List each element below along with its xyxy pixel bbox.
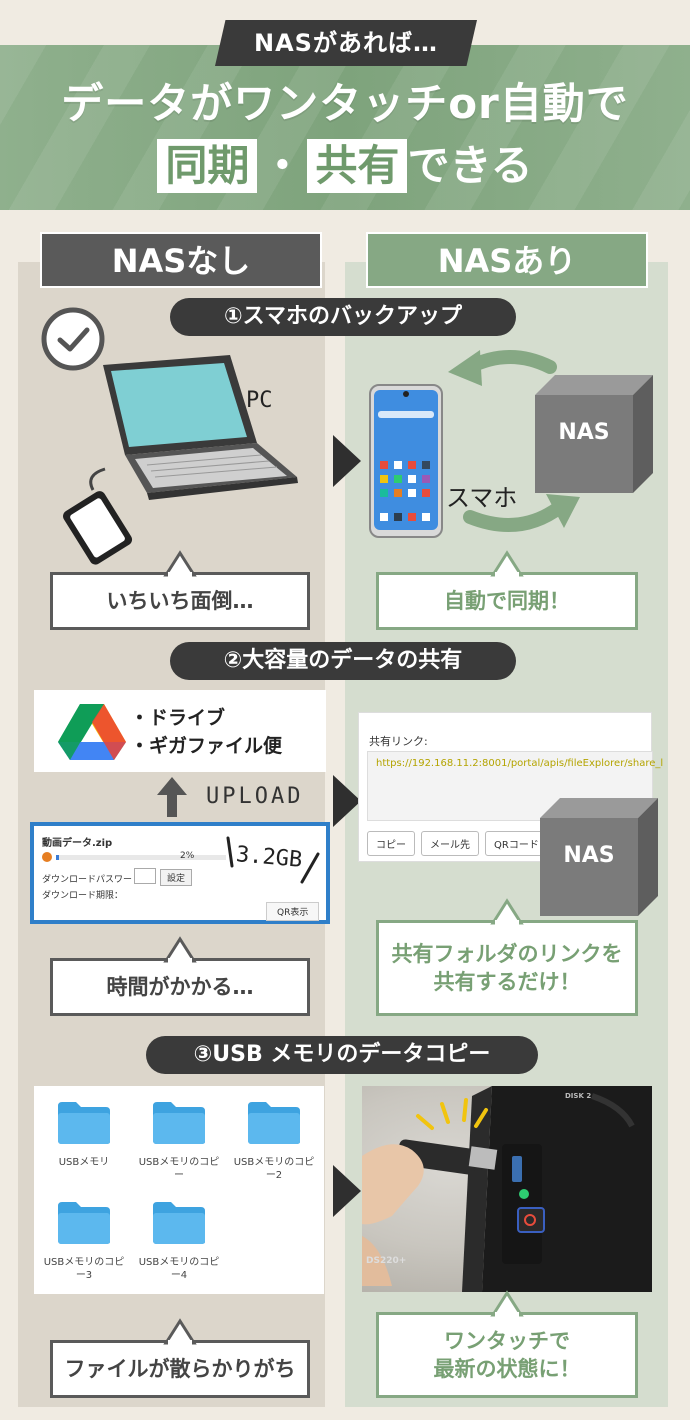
callout-notch-icon — [490, 898, 524, 926]
callout-notch-icon — [163, 1318, 197, 1346]
callout-one-touch-line2: 最新の状態に！ — [433, 1357, 581, 1381]
cloud-services-card: ・ドライブ ・ギガファイル便 — [34, 690, 326, 772]
folder-label: USBメモリのコピ — [233, 1157, 315, 1168]
headline-separator: ・ — [261, 141, 304, 190]
callout-notch-icon — [490, 550, 524, 578]
callout-one-touch-line1: ワンタッチで — [444, 1328, 570, 1353]
callout-share-link-line2: 共有するだけ！ — [433, 970, 581, 994]
upload-label: UPLOAD — [206, 784, 304, 809]
nas-label: NAS — [558, 420, 610, 445]
folder-label-cont: ー2 — [265, 1170, 283, 1181]
callout-share-link: 共有フォルダのリンクを 共有するだけ！ — [376, 898, 638, 1016]
pc-label: PC — [246, 388, 273, 413]
headline-line2: 同期・共有できる — [0, 132, 690, 193]
folder-icon — [153, 1102, 205, 1144]
folder-item[interactable]: USBメモリのコピ ー — [137, 1100, 221, 1182]
section-title-share: ②大容量のデータの共有 — [170, 642, 516, 680]
callout-slow-text: 時間がかかる… — [106, 974, 254, 999]
folder-label: USBメモリ — [58, 1157, 110, 1168]
share-link-card: 共有リンク: https://192.168.11.2:8001/portal/… — [358, 712, 663, 862]
headline-tail: できる — [407, 141, 533, 190]
header-banner — [0, 45, 690, 210]
nas-device-image — [362, 1086, 652, 1292]
share-link-label: 共有リンク: — [369, 735, 428, 748]
callout-share-link-line1: 共有フォルダのリンクを — [391, 941, 623, 966]
header-kicker: NASがあれば… — [215, 20, 477, 66]
callout-notch-icon — [163, 936, 197, 964]
model-label: DS220+ — [366, 1256, 407, 1266]
stop-icon[interactable] — [42, 852, 52, 862]
folders-card: USBメモリ USBメモリのコピ ー USBメモリのコピ ー2 USBメモリのコ… — [34, 1086, 324, 1294]
callout-auto-sync-text: 自動で同期！ — [444, 588, 570, 613]
folder-icon — [248, 1102, 300, 1144]
folder-label-cont: ー — [174, 1170, 184, 1181]
folder-label: USBメモリのコピ — [138, 1257, 220, 1268]
download-settings-card: 動画データ.zip 2% ダウンロードパスワード： 設定 ダウンロード期限： Q… — [30, 822, 330, 924]
folder-icon — [58, 1102, 110, 1144]
upload-progress-text: 2% — [180, 851, 195, 861]
arrow-right-icon — [333, 775, 361, 827]
callout-messy-text: ファイルが散らかりがち — [64, 1356, 296, 1381]
callout-auto-sync: 自動で同期！ — [376, 550, 638, 630]
smartphone-icon — [369, 384, 443, 538]
expiry-label: ダウンロード期限： — [42, 891, 124, 901]
password-label: ダウンロードパスワード： — [42, 875, 151, 885]
callout-slow: 時間がかかる… — [50, 936, 310, 1016]
column-header-without-nas: NASなし — [40, 232, 322, 288]
section-title-usb: ③USB メモリのデータコピー — [146, 1036, 538, 1074]
sync-arrows-icon — [448, 350, 580, 532]
folder-item[interactable]: USBメモリのコピ ー2 — [232, 1100, 316, 1182]
set-password-button[interactable]: 設定 — [160, 869, 193, 886]
laptop-icon — [63, 355, 298, 565]
clock-icon — [41, 307, 105, 371]
upload-progress-bar — [56, 855, 226, 860]
callout-one-touch: ワンタッチで 最新の状態に！ — [376, 1290, 638, 1398]
headline-line1: データがワンタッチor自動で — [61, 79, 629, 128]
callout-tedious-text: いちいち面倒… — [106, 588, 254, 613]
folder-label: USBメモリのコピ — [138, 1157, 220, 1168]
size-annotation-strokes — [226, 836, 320, 884]
callout-tedious: いちいち面倒… — [50, 550, 310, 630]
folder-label: USBメモリのコピ — [43, 1257, 125, 1268]
folder-icon — [58, 1202, 110, 1244]
arrow-right-icon — [333, 435, 361, 487]
qr-display-button[interactable]: QR表示 — [266, 902, 320, 921]
nas-usb-photo: DISK 2 DS220+ — [362, 1086, 652, 1292]
arrow-right-icon — [333, 1165, 361, 1217]
section-title-backup: ①スマホのバックアップ — [170, 298, 516, 336]
service-gigafile: ・ギガファイル便 — [130, 735, 283, 757]
upload-arrow-icon — [157, 777, 187, 817]
nas-cube-icon — [540, 798, 658, 916]
copy-button[interactable]: コピー — [367, 831, 415, 856]
google-drive-icon — [58, 704, 126, 760]
nas-cube-icon — [535, 375, 653, 493]
qr-code-button[interactable]: QRコード — [485, 831, 548, 856]
disk-label: DISK 2 — [565, 1092, 592, 1100]
folder-label-cont: ー4 — [170, 1270, 188, 1281]
callout-messy: ファイルが散らかりがち — [50, 1318, 310, 1398]
download-filename: 動画データ.zip — [42, 838, 113, 849]
callout-notch-icon — [490, 1290, 524, 1318]
password-input[interactable] — [134, 868, 156, 884]
callout-notch-icon — [163, 550, 197, 578]
headline-highlight-share: 共有 — [307, 139, 408, 193]
folder-label-cont: ー3 — [75, 1270, 93, 1281]
nas-label: NAS — [563, 843, 615, 868]
folder-item[interactable]: USBメモリのコピ ー4 — [137, 1200, 221, 1282]
service-drive: ・ドライブ — [130, 707, 226, 729]
headline-highlight-sync: 同期 — [157, 139, 258, 193]
folder-item[interactable]: USBメモリのコピ ー3 — [42, 1200, 126, 1282]
smartphone-label: スマホ — [446, 484, 518, 512]
column-header-with-nas: NASあり — [366, 232, 648, 288]
folder-item[interactable]: USBメモリ — [42, 1100, 126, 1169]
folder-icon — [153, 1202, 205, 1244]
mail-button[interactable]: メール先 — [421, 831, 479, 856]
